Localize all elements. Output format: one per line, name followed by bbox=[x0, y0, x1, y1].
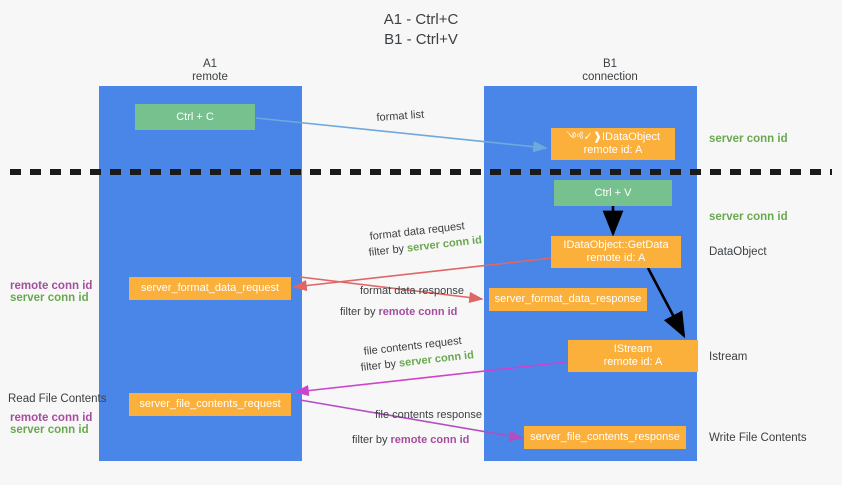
node-server-file-contents-response-label: server_file_contents_response bbox=[530, 431, 680, 443]
filter-by-text-2: filter by bbox=[340, 306, 376, 318]
edge-label-file-contents-response: file contents response bbox=[375, 409, 483, 421]
node-server-format-data-request-label: server_format_data_request bbox=[140, 282, 280, 294]
node-idataobject-label: ༺✓❱IDataObject bbox=[565, 131, 661, 143]
annotation-server-conn-id-low: server conn id bbox=[10, 424, 89, 436]
node-ctrl-v-label: Ctrl + V bbox=[594, 186, 632, 199]
node-server-file-contents-request[interactable]: server_file_contents_request bbox=[129, 393, 291, 416]
node-idataobject[interactable]: ༺✓❱IDataObject remote id: A bbox=[551, 128, 675, 160]
node-server-file-contents-response[interactable]: server_file_contents_response bbox=[524, 426, 686, 449]
node-server-file-contents-request-label: server_file_contents_request bbox=[139, 398, 281, 410]
title-line-2: B1 - Ctrl+V bbox=[384, 31, 458, 48]
annotation-server-conn-id-mid-left: server conn id bbox=[10, 292, 89, 304]
annotation-read-file-contents: Read File Contents bbox=[8, 393, 107, 405]
edge-label-file-contents-response-filter: filter by remote conn id bbox=[352, 433, 469, 447]
node-server-format-data-response-label: server_format_data_response bbox=[494, 293, 642, 305]
node-ctrl-c[interactable]: Ctrl + C bbox=[135, 104, 255, 130]
edge-label-format-list: format list bbox=[376, 108, 425, 124]
annotation-remote-conn-id-low: remote conn id bbox=[10, 412, 93, 424]
node-ctrl-v[interactable]: Ctrl + V bbox=[554, 180, 672, 206]
node-istream[interactable]: IStream remote id: A bbox=[568, 340, 698, 372]
annotation-istream: Istream bbox=[709, 351, 748, 363]
column-header-b1: B1 connection bbox=[530, 58, 690, 84]
edge-label-format-data-response: format data response bbox=[360, 285, 464, 297]
column-a1-name: A1 bbox=[202, 58, 218, 70]
diagram-title: A1 - Ctrl+C B1 - Ctrl+V bbox=[0, 10, 842, 50]
column-b1-name: B1 bbox=[602, 58, 618, 70]
node-getdata-label: IDataObject::GetData bbox=[563, 239, 669, 251]
annotation-dataobject: DataObject bbox=[709, 246, 767, 258]
annotation-write-file-contents: Write File Contents bbox=[709, 432, 807, 444]
remote-conn-id-filter-4: remote conn id bbox=[390, 434, 470, 446]
filter-by-text-3: filter by bbox=[360, 357, 397, 374]
node-server-format-data-response[interactable]: server_format_data_response bbox=[489, 288, 647, 311]
node-server-format-data-request[interactable]: server_format_data_request bbox=[129, 277, 291, 300]
node-istream-sub: remote id: A bbox=[603, 356, 663, 368]
edge-label-format-data-response-filter: filter by remote conn id bbox=[340, 305, 457, 319]
node-getdata-sub: remote id: A bbox=[586, 252, 646, 264]
node-idataobject-sub: remote id: A bbox=[583, 144, 643, 156]
filter-by-text-1: filter by bbox=[368, 242, 405, 259]
node-ctrl-c-label: Ctrl + C bbox=[176, 110, 214, 123]
annotation-remote-conn-id-mid: remote conn id bbox=[10, 280, 93, 292]
annotation-server-conn-id-mid: server conn id bbox=[709, 211, 788, 223]
filter-by-text-4: filter by bbox=[352, 434, 388, 446]
remote-conn-id-filter-2: remote conn id bbox=[378, 306, 458, 318]
column-header-a1: A1 remote bbox=[130, 58, 290, 84]
column-b1-sub: connection bbox=[582, 71, 638, 83]
node-istream-label: IStream bbox=[613, 343, 653, 355]
annotation-server-conn-id-top: server conn id bbox=[709, 133, 788, 145]
title-line-1: A1 - Ctrl+C bbox=[383, 11, 459, 28]
column-a1-sub: remote bbox=[192, 71, 228, 83]
node-getdata[interactable]: IDataObject::GetData remote id: A bbox=[551, 236, 681, 268]
